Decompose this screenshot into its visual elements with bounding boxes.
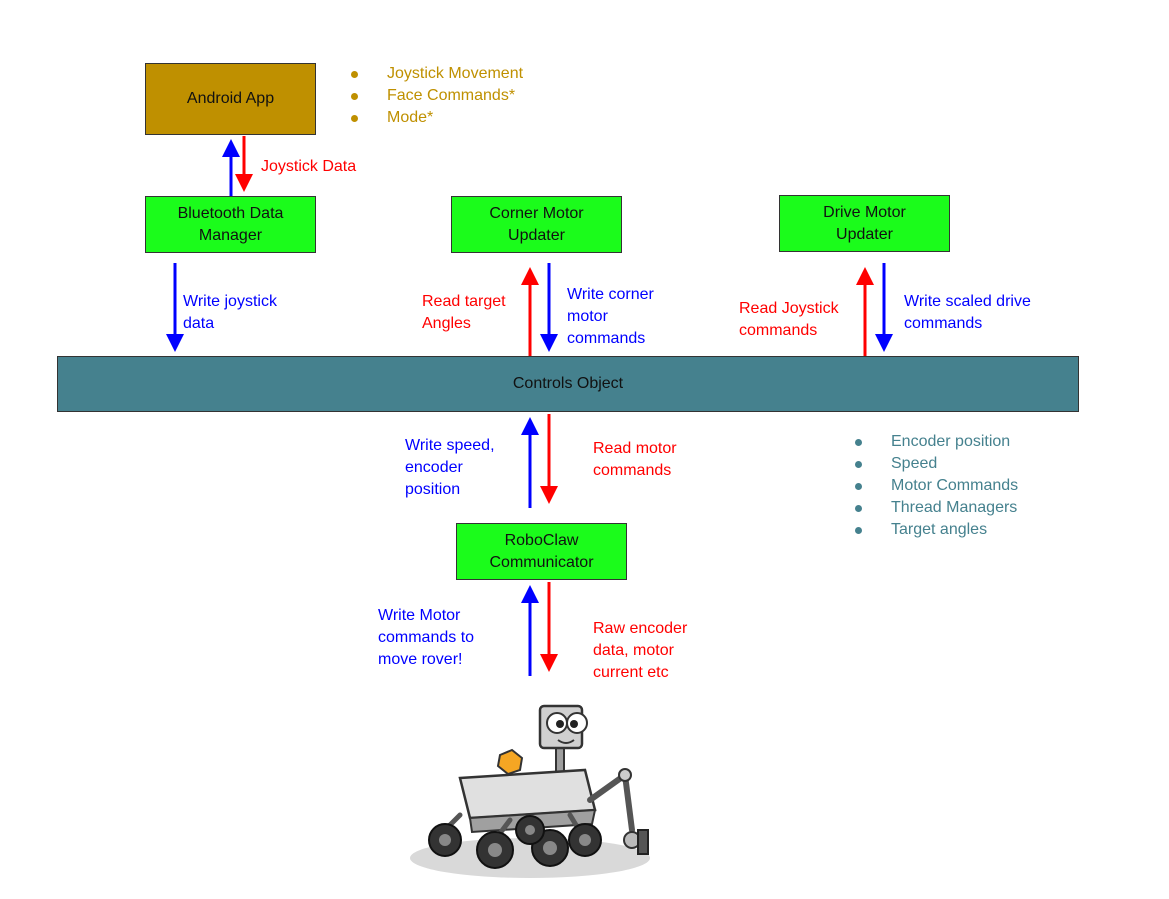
roboclaw-communicator-label: RoboClaw Communicator [489, 531, 594, 571]
write-corner-motor-commands-label: Write corner motor commands [567, 286, 654, 347]
controls-object-label: Controls Object [512, 375, 624, 392]
controls-bullet-list: Encoder position Speed Motor Commands Th… [853, 431, 1018, 541]
corner-motor-updater-label: Corner Motor Updater [489, 204, 584, 244]
drive-motor-updater-label: Drive Motor Updater [823, 203, 906, 243]
write-motor-commands-label: Write Motor commands to move rover! [378, 607, 475, 668]
roboclaw-communicator-box: RoboClaw Communicator [456, 523, 627, 580]
write-speed-encoder-position-label: Write speed, encoder position [405, 437, 495, 498]
joystick-data-label: Joystick Data [261, 158, 357, 175]
read-target-angles-label: Read target Angles [422, 293, 506, 332]
bluetooth-data-manager-label: Bluetooth Data Manager [177, 204, 284, 244]
read-motor-commands-label: Read motor commands [593, 440, 677, 479]
drive-motor-updater-box: Drive Motor Updater [779, 195, 950, 252]
android-app-box: Android App [145, 63, 316, 135]
controls-bullet-item: Motor Commands [853, 475, 1018, 497]
android-bullet-item: Face Commands* [349, 85, 523, 107]
android-bullet-item: Joystick Movement [349, 63, 523, 85]
controls-bullet-item: Encoder position [853, 431, 1018, 453]
raw-encoder-data-label: Raw encoder data, motor current etc [593, 620, 688, 681]
android-bullet-list: Joystick Movement Face Commands* Mode* [349, 63, 523, 129]
corner-motor-updater-box: Corner Motor Updater [451, 196, 622, 253]
android-bullet-item: Mode* [349, 107, 523, 129]
controls-bullet-item: Speed [853, 453, 1018, 475]
bluetooth-data-manager-box: Bluetooth Data Manager [145, 196, 316, 253]
read-joystick-commands-label: Read Joystick commands [739, 300, 839, 339]
rover-icon [410, 704, 650, 878]
controls-bullet-item: Target angles [853, 519, 1018, 541]
controls-object-box: Controls Object [57, 356, 1079, 412]
write-joystick-data-label: Write joystick data [183, 293, 277, 332]
controls-bullet-item: Thread Managers [853, 497, 1018, 519]
android-app-label: Android App [186, 90, 275, 107]
write-scaled-drive-commands-label: Write scaled drive commands [904, 293, 1031, 332]
